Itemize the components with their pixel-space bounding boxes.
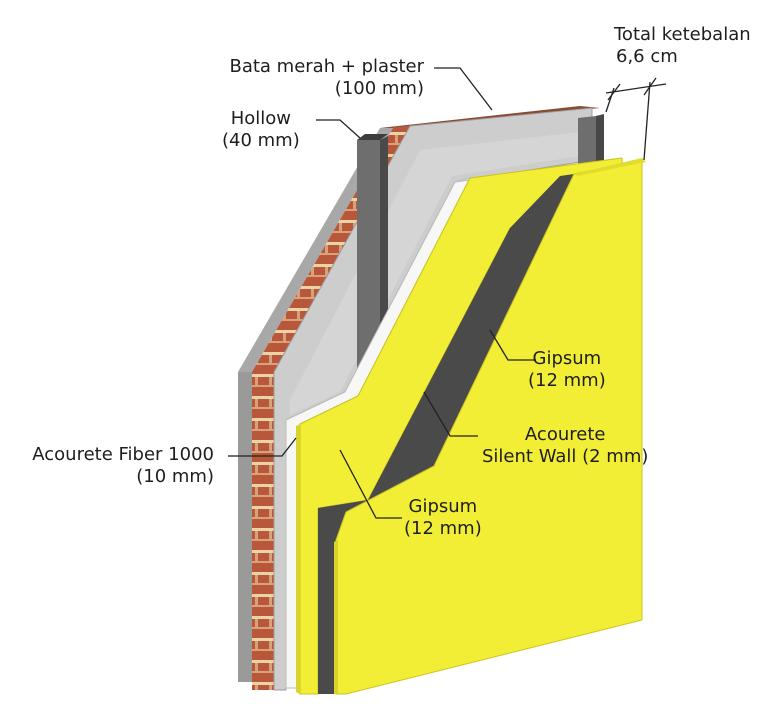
label-hollow-line1: Hollow: [230, 108, 292, 129]
hollow-stud-right: [578, 116, 596, 170]
label-fiber-line2: (10 mm): [136, 466, 214, 487]
hollow-stud-top: [357, 134, 388, 140]
gipsum-inner-edge: [296, 424, 300, 694]
gipsum-outer-edge: [334, 540, 338, 694]
label-total-thickness: Total ketebalan 6,6 cm: [614, 24, 751, 68]
dimension-marks: [605, 77, 667, 161]
label-hollow-line2: (40 mm): [222, 130, 300, 151]
leader-bata: [434, 67, 493, 111]
label-gipsum-outer: Gipsum (12 mm): [528, 348, 606, 392]
leader-gipsum-outer: [489, 329, 536, 361]
silent-wall-membrane: [318, 174, 574, 694]
leader-lines: [228, 67, 536, 519]
label-total-line1: Total ketebalan: [614, 24, 751, 45]
tick-left: [607, 83, 621, 101]
hollow-stud: [357, 140, 380, 370]
dimension-line: [605, 83, 667, 94]
label-silent-wall-line1: Acourete: [524, 424, 606, 445]
label-fiber-line1: Acourete Fiber 1000: [32, 444, 214, 465]
dimension-ext-left: [605, 87, 615, 113]
label-bata-merah: Bata merah + plaster (100 mm): [229, 56, 424, 100]
hollow-stud-side: [380, 136, 388, 360]
brick-diagonal: [238, 128, 393, 372]
label-gipsum-inner-line1: Gipsum: [408, 496, 478, 517]
label-hollow: Hollow (40 mm): [222, 108, 300, 152]
label-fiber: Acourete Fiber 1000 (10 mm): [32, 444, 214, 488]
brick-layer: [252, 372, 274, 690]
label-gipsum-outer-line1: Gipsum: [532, 348, 602, 369]
label-gipsum-outer-line2: (12 mm): [528, 370, 606, 391]
label-total-line2: 6,6 cm: [616, 46, 678, 67]
label-silent-wall: Acourete Silent Wall (2 mm): [482, 424, 648, 468]
leader-fiber: [228, 437, 297, 457]
label-bata-line2: (100 mm): [334, 78, 424, 99]
brick-top: [380, 106, 600, 128]
leader-silent-wall: [423, 391, 478, 437]
brick-face: [238, 372, 252, 682]
tick-right: [643, 77, 657, 96]
label-bata-line1: Bata merah + plaster: [229, 56, 424, 77]
leader-hollow: [316, 119, 361, 139]
label-gipsum-inner: Gipsum (12 mm): [404, 496, 482, 540]
label-silent-wall-line2: Silent Wall (2 mm): [482, 446, 649, 467]
gipsum-outer-top: [574, 158, 646, 176]
leader-gipsum-inner: [339, 449, 402, 519]
label-gipsum-inner-line2: (12 mm): [404, 518, 482, 539]
hollow-stud-right-side: [596, 114, 604, 166]
dimension-ext-right: [643, 81, 651, 161]
